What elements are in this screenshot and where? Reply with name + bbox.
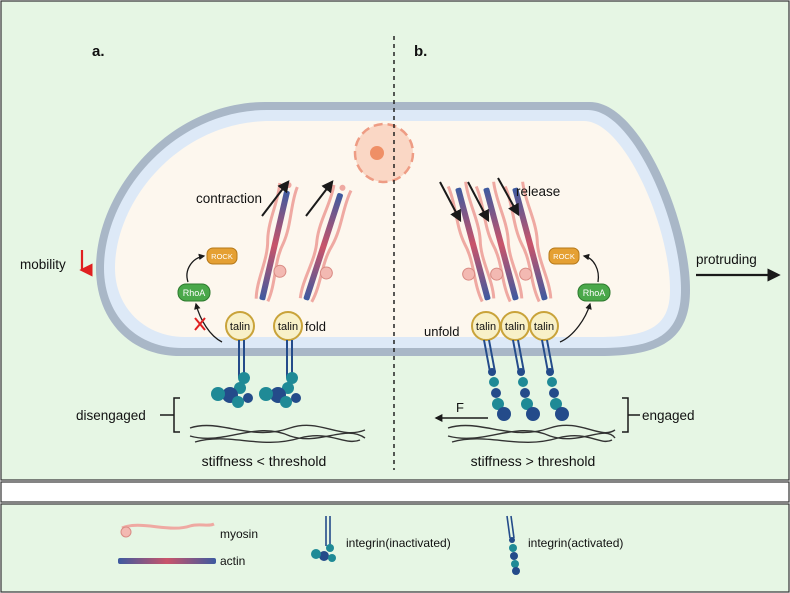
rock-a: ROCK [206, 247, 238, 265]
legend-integrin-activated-label: integrin(activated) [528, 536, 623, 550]
ecm-fibers-a [189, 424, 366, 444]
talin-b2-label: talin [505, 321, 525, 333]
talin-b3: talin [529, 311, 559, 341]
disengaged-label: disengaged [76, 408, 146, 423]
protruding-label: protruding [696, 252, 757, 267]
rock-b-label: ROCK [553, 252, 575, 261]
integrin-activated-b1 [483, 339, 511, 421]
release-arrow-1 [439, 181, 462, 223]
talin-b1: talin [471, 311, 501, 341]
legend-panel [0, 503, 790, 593]
integrin-inactivated-a1 [211, 340, 253, 408]
contraction-arrow-2 [305, 180, 334, 217]
rhoa-to-rock-arrow-b [582, 253, 600, 283]
rhoa-to-rock-arrow-a [186, 253, 206, 283]
actomyosin-bundle-b2 [474, 181, 524, 303]
integrin-activated-b3 [541, 339, 569, 421]
fold-label: fold [305, 319, 326, 334]
integrin-inactivated-a2 [259, 340, 301, 408]
legend-integrin-inactivated-label: integrin(inactivated) [346, 536, 451, 550]
talin-a1: talin [225, 311, 255, 341]
rock-b: ROCK [548, 247, 580, 265]
contraction-arrow-1 [261, 180, 290, 217]
rhoa-b-label: RhoA [583, 288, 606, 298]
legend-myosin-icon [120, 522, 215, 538]
release-arrow-3 [497, 177, 520, 217]
separator-band [0, 481, 790, 503]
cytoplasm [115, 121, 670, 337]
caption-a: stiffness < threshold [202, 453, 327, 469]
talin-b3-label: talin [534, 321, 554, 333]
mobility-label: mobility [20, 257, 66, 272]
legend-actin-icon [118, 558, 216, 564]
contraction-label: contraction [196, 191, 262, 206]
inhibition-x-icon [194, 317, 206, 331]
actomyosin-bundle-a2 [298, 184, 353, 303]
nucleus [353, 122, 415, 184]
talin-a1-label: talin [230, 321, 250, 333]
panel-a-tag: a. [92, 43, 105, 60]
rhoa-a-label: RhoA [183, 288, 206, 298]
rock-a-label: ROCK [211, 252, 233, 261]
talin-b2: talin [500, 311, 530, 341]
rhoa-b: RhoA [577, 283, 611, 302]
unfold-label: unfold [424, 324, 459, 339]
rhoa-a: RhoA [177, 283, 211, 302]
legend-actin-label: actin [220, 554, 245, 568]
engaged-label: engaged [642, 408, 695, 423]
talin-a2: talin [273, 311, 303, 341]
talin-to-rhoa-arrow-b [559, 302, 592, 343]
force-label: F [456, 400, 464, 415]
release-arrow-2 [467, 181, 490, 223]
panel-b-tag: b. [414, 43, 427, 60]
legend-integrin-inactivated-icon [311, 516, 336, 562]
legend-myosin-label: myosin [220, 527, 258, 541]
talin-to-rhoa-arrow-a [194, 302, 223, 343]
release-label: release [516, 184, 560, 199]
ecm-fibers-b [447, 424, 616, 444]
actomyosin-bundle-b1 [446, 181, 496, 303]
integrin-activated-b2 [512, 339, 540, 421]
legend-integrin-activated-icon [506, 515, 520, 575]
caption-b: stiffness > threshold [471, 453, 596, 469]
talin-b1-label: talin [476, 321, 496, 333]
talin-a2-label: talin [278, 321, 298, 333]
